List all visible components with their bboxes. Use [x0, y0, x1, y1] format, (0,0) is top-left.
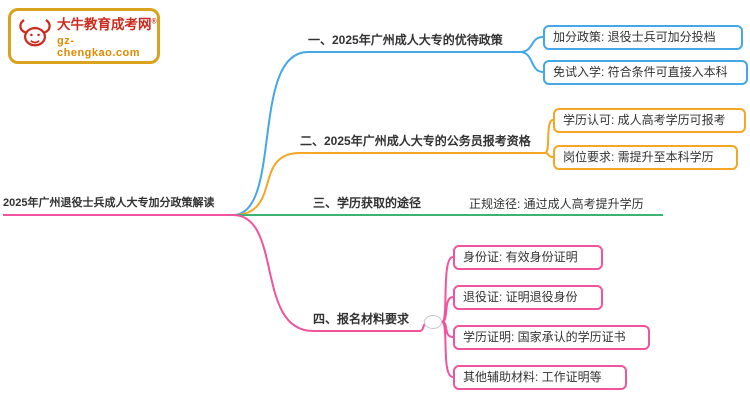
connector-branch-4-child-1: [441, 256, 454, 323]
branch-4-child-1[interactable]: 身份证: 有效身份证明: [453, 245, 603, 270]
connector-branch-2-child-1: [544, 119, 554, 154]
site-name: 大牛教育成考网®: [57, 17, 157, 32]
connector-root-branch-2: [232, 152, 301, 216]
branch-2-label[interactable]: 二、2025年广州成人大专的公务员报考资格: [300, 133, 545, 154]
branch-4-child-2[interactable]: 退役证: 证明退役身份: [453, 285, 603, 310]
branch-1-child-2[interactable]: 免试入学: 符合条件可直接入本科: [543, 60, 748, 85]
branch-4-child-4[interactable]: 其他辅助材料: 工作证明等: [453, 365, 627, 390]
connector-branch-2-child-2: [544, 152, 554, 158]
branch-3-child-1[interactable]: 正规途径: 通过成人高考提升学历: [465, 196, 663, 216]
connector-branch-4-child-4: [441, 321, 454, 378]
branch-1-child-1[interactable]: 加分政策: 退役士兵可加分投档: [543, 25, 743, 50]
branch-4-label[interactable]: 四、报名材料要求: [313, 311, 419, 332]
connector-root-branch-4: [232, 214, 314, 332]
root-node[interactable]: 2025年广州退役士兵成人大专加分政策解读: [3, 195, 236, 216]
branch-1-label[interactable]: 一、2025年广州成人大专的优待政策: [308, 32, 520, 53]
branch-3-label[interactable]: 三、学历获取的途径: [313, 195, 433, 216]
branch-4-child-3[interactable]: 学历证明: 国家承认的学历证书: [453, 325, 650, 350]
site-logo: 大牛教育成考网® gz-chengkao.com: [8, 8, 160, 64]
connector-branch-1-child-2: [519, 51, 544, 73]
branch-4-collapse-toggle[interactable]: [424, 315, 442, 329]
registered-mark: ®: [151, 18, 157, 26]
site-url: gz-chengkao.com: [57, 35, 141, 59]
branch-2-child-1[interactable]: 学历认可: 成人高考学历可报考: [553, 108, 746, 133]
connector-root-branch-1: [232, 51, 309, 216]
bull-icon: [17, 17, 53, 56]
branch-2-child-2[interactable]: 岗位要求: 需提升至本科学历: [553, 145, 738, 170]
connector-branch-1-child-1: [519, 36, 544, 53]
